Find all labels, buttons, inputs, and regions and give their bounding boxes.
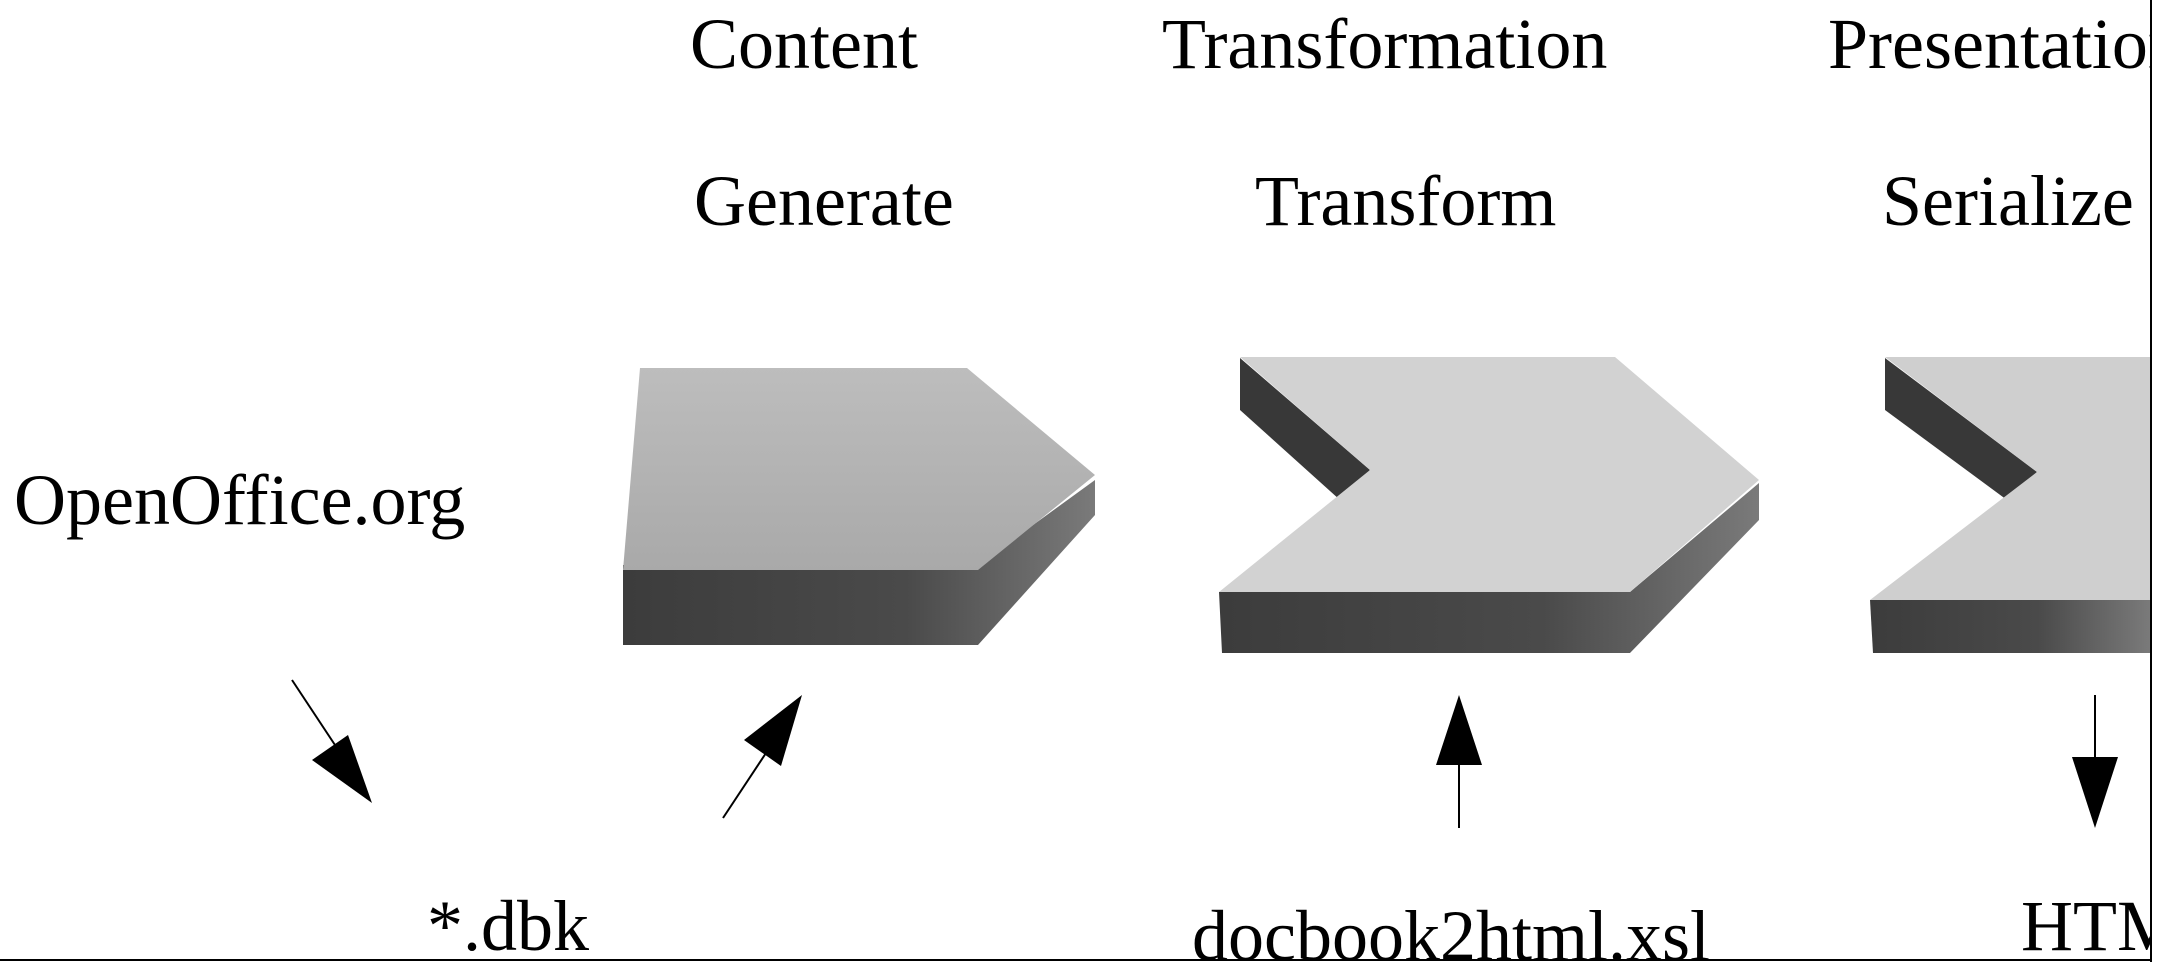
transformation-stage-block: [1219, 357, 1759, 653]
presentation-stage-block: [1870, 357, 2150, 653]
content-block-side: [623, 480, 1095, 645]
output-label: HTML: [2021, 886, 2150, 960]
stage-action-generate: Generate: [694, 161, 954, 241]
right-border-line: [2150, 0, 2152, 962]
transformation-block-side: [1219, 483, 1759, 653]
diagram-clip: Content Transformation Presentation Gene…: [14, 4, 2150, 960]
stage-action-transform: Transform: [1255, 161, 1557, 241]
arrow-source-to-dbk: [291, 679, 372, 803]
transformation-block-notch: [1240, 358, 1370, 500]
input-file-label: *.dbk: [427, 886, 589, 960]
stage-header-transformation: Transformation: [1162, 4, 1608, 84]
diagram-graphics: [291, 357, 2150, 828]
presentation-block-notch: [1885, 358, 2037, 500]
content-block-face: [623, 368, 1095, 570]
arrow-xsl-to-transformation: [1436, 695, 1482, 828]
transformation-block-face: [1219, 357, 1759, 592]
stylesheet-label: docbook2html.xsl: [1192, 896, 1710, 960]
bottom-border-line: [0, 959, 2152, 961]
stage-header-presentation: Presentation: [1828, 4, 2150, 84]
content-stage-block: [623, 368, 1095, 645]
presentation-block-face: [1870, 357, 2150, 600]
stage-action-serialize: Serialize: [1882, 161, 2134, 241]
presentation-block-side: [1870, 600, 2150, 653]
arrow-dbk-to-content: [722, 695, 802, 819]
arrow-presentation-to-html: [2072, 695, 2118, 828]
stage-header-content: Content: [690, 4, 918, 84]
source-label: OpenOffice.org: [14, 460, 466, 540]
